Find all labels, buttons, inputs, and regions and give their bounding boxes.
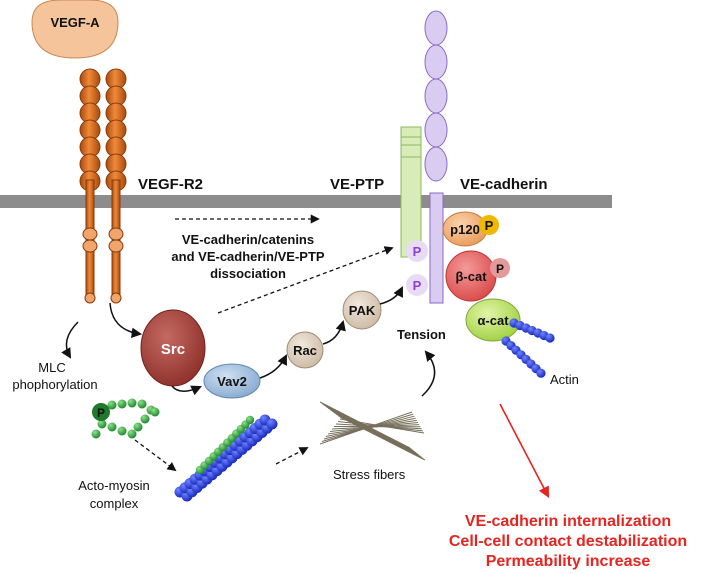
vav2: Vav2 [203, 363, 261, 399]
receptor-kinase-domain [82, 239, 98, 253]
myosin-bead [107, 400, 117, 410]
stress-fiber [339, 418, 425, 434]
mlc-phospho: P [92, 403, 110, 421]
myosin-bead [117, 399, 127, 409]
rac-to-pak-arrow [322, 319, 346, 345]
myosin-bead [97, 419, 107, 429]
outcome-1: VE-cadherin internalization [465, 513, 671, 530]
cadherin-domain [424, 10, 448, 46]
stress-fibers [319, 401, 426, 461]
svg-text:Vav2: Vav2 [217, 374, 247, 389]
myosin-bead [140, 414, 150, 424]
myosin-bead [91, 429, 101, 439]
pak-to-cadherin-arrow [379, 286, 403, 305]
ve-ptp-label: VE-PTP [330, 176, 384, 193]
phospho-site-1: P [406, 240, 428, 262]
dissociation-label-line2: and VE-cadherin/VE-PTP [171, 249, 324, 264]
vegf-r2-receptor [79, 68, 127, 304]
beta-catenin-phospho: P [490, 258, 510, 278]
svg-text:Rac: Rac [293, 343, 317, 358]
p120-phospho: P [479, 215, 499, 235]
receptor-kinase-domain [108, 227, 124, 241]
svg-text:p120: p120 [450, 222, 480, 237]
actin-bead [536, 368, 546, 378]
ve-ptp-protein [400, 126, 422, 258]
stress-fiber [339, 416, 426, 461]
p120-catenin: p120 [442, 211, 488, 247]
myosin-light-chain [91, 398, 160, 439]
svg-text:Src: Src [161, 341, 185, 358]
svg-text:P: P [485, 218, 494, 233]
outcome-3: Permeability increase [486, 553, 651, 570]
vegf-a-ligand: VEGF-A [31, 0, 119, 59]
receptor-to-src-arrow [109, 302, 143, 339]
cadherin-domain [424, 44, 448, 80]
receptor-kinase-domain [108, 239, 124, 253]
beta-catenin: β-cat [445, 250, 497, 302]
phospho-site-2: P [406, 274, 428, 296]
stress-fibers-label: Stress fibers [333, 467, 406, 482]
myosin-to-complex-arrow [134, 439, 177, 472]
ve-cadherin-label: VE-cadherin [460, 176, 548, 193]
receptor-kinase-domain [82, 227, 98, 241]
actin-bead [545, 333, 555, 343]
myosin-bead [137, 399, 147, 409]
cell-membrane [0, 195, 612, 208]
myosin-bead [117, 426, 127, 436]
ve-cadherin-cytoplasmic-tail [429, 192, 444, 304]
myosin-bead [107, 422, 117, 432]
svg-text:α-cat: α-cat [477, 313, 509, 328]
cadherin-domain [424, 78, 448, 114]
cadherin-domain [424, 146, 448, 182]
actin-bead [266, 418, 278, 430]
svg-text:P: P [413, 278, 422, 293]
ve-cadherin-protein [424, 10, 448, 182]
mlc-label-line2: phophorylation [12, 377, 97, 392]
receptor-tail [84, 292, 96, 304]
tension-label: Tension [397, 327, 446, 342]
cadherin-domain [424, 112, 448, 148]
actomyosin-label-line1: Acto-myosin [78, 478, 150, 493]
myosin-bead [133, 422, 143, 432]
vegf-a-label: VEGF-A [50, 15, 100, 30]
receptor-to-mlc-arrow [61, 321, 79, 359]
receptor-tail [110, 292, 122, 304]
src-kinase: Src [140, 309, 206, 387]
complex-to-fibers-arrow [275, 447, 309, 465]
actomyosin-label-line2: complex [90, 496, 139, 511]
svg-text:P: P [496, 262, 504, 276]
outcome-arrow [499, 403, 550, 498]
svg-text:P: P [413, 244, 422, 259]
vegf-r2-label: VEGF-R2 [138, 176, 203, 193]
vav2-to-rac-arrow [259, 354, 287, 379]
src-to-cadherin-arrow [217, 246, 394, 314]
svg-text:β-cat: β-cat [455, 269, 487, 284]
tension-arrow [421, 350, 436, 397]
rac: Rac [286, 331, 324, 369]
dissociation-label-line1: VE-cadherin/catenins [182, 232, 314, 247]
myosin-bead [245, 415, 255, 425]
acto-myosin-complex [174, 414, 278, 502]
svg-text:PAK: PAK [349, 303, 376, 318]
actin-filament [501, 318, 555, 378]
myosin-bead [127, 429, 137, 439]
src-to-vav2-arrow [171, 385, 202, 396]
svg-text:P: P [97, 406, 105, 420]
dissociation-label-line3: dissociation [210, 266, 286, 281]
actin-label: Actin [550, 372, 579, 387]
myosin-bead [127, 398, 137, 408]
alpha-catenin: α-cat [465, 298, 521, 342]
pak: PAK [342, 290, 382, 330]
myosin-bead [150, 407, 160, 417]
mlc-label-line1: MLC [38, 360, 65, 375]
outcome-2: Cell-cell contact destabilization [449, 533, 687, 550]
